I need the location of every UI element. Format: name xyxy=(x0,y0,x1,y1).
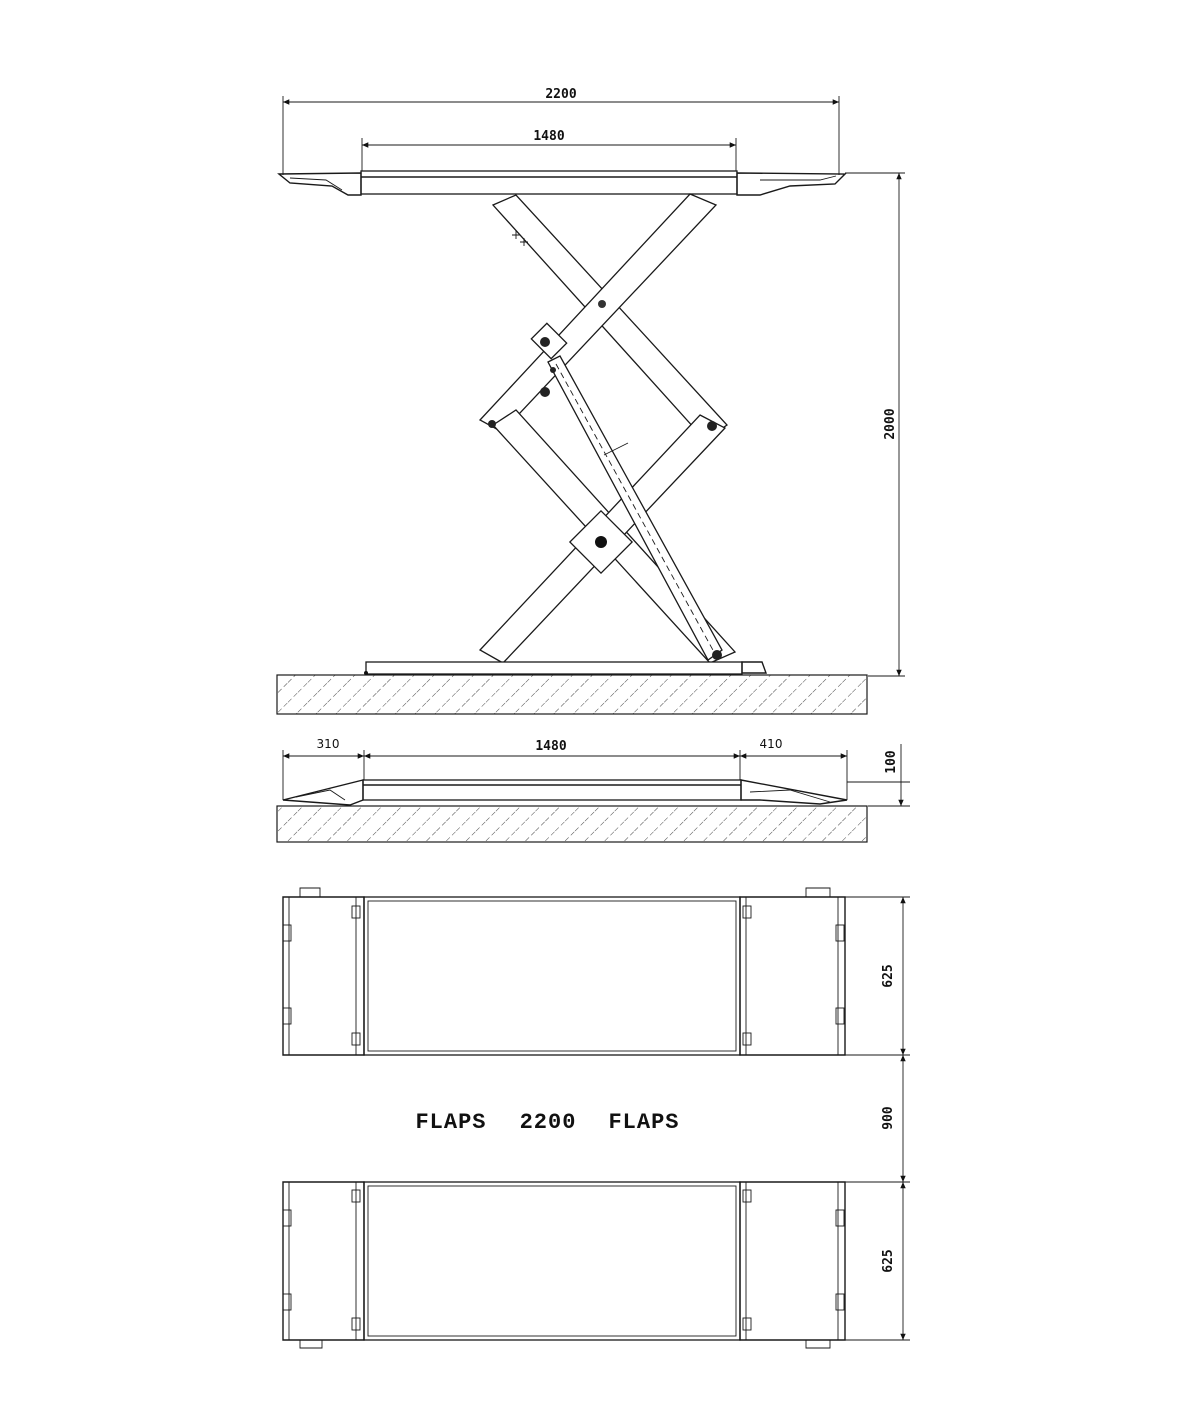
plan-width-top-label: 625 xyxy=(881,964,896,987)
overall-width-label: 2200 xyxy=(545,87,576,102)
lowered-dimensions: 310 1480 410 100 xyxy=(282,737,910,807)
plan-platform-top xyxy=(282,887,846,1056)
base-frame xyxy=(364,661,767,675)
lowered-view: 310 1480 410 100 xyxy=(276,737,910,843)
left-ramp-label: 310 xyxy=(317,737,340,751)
lowered-height-label: 100 xyxy=(884,750,899,774)
plan-dimensions: 625 900 625 xyxy=(845,896,910,1341)
plan-width-bottom-label: 625 xyxy=(881,1249,896,1272)
scissor-mechanism xyxy=(478,193,737,664)
lowered-platform-label: 1480 xyxy=(535,739,566,754)
caption-right: FLAPS xyxy=(608,1110,679,1135)
plan-gap-label: 900 xyxy=(881,1106,896,1130)
plan-caption: FLAPS 2200 FLAPS xyxy=(415,1110,679,1135)
lowered-ground-hatch xyxy=(276,805,868,843)
front-view: 2200 1480 xyxy=(276,87,905,715)
plan-platform-bottom xyxy=(282,1181,846,1349)
caption-center: 2200 xyxy=(520,1110,577,1135)
ground-hatch xyxy=(276,674,868,715)
right-ramp-label: 410 xyxy=(760,737,783,751)
overall-width-dimension: 2200 xyxy=(282,87,840,175)
plan-view: FLAPS 2200 FLAPS xyxy=(282,887,910,1349)
lift-height-dimension: 2000 xyxy=(845,172,905,677)
platform-width-dimension: 1480 xyxy=(361,129,737,172)
lowered-platform xyxy=(282,779,848,806)
platform xyxy=(277,170,847,196)
platform-width-label: 1480 xyxy=(533,129,564,144)
lift-height-label: 2000 xyxy=(883,408,898,439)
caption-left: FLAPS xyxy=(415,1110,486,1135)
